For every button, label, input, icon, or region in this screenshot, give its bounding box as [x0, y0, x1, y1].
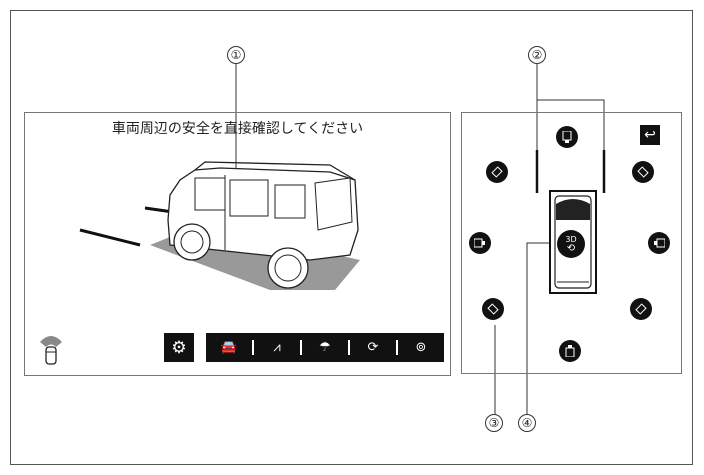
return-arrow-icon: ↩: [644, 127, 656, 143]
camera-icon: [491, 166, 503, 178]
camera-view-panel: [24, 112, 451, 376]
callout-2: ②: [528, 46, 546, 64]
toolbar-divider: [300, 340, 302, 355]
camera-rear-button[interactable]: [559, 340, 581, 362]
camera-rear-left-button[interactable]: [482, 298, 504, 320]
sonar-car-icon[interactable]: ☂: [319, 340, 331, 355]
rotate-car-icon[interactable]: ⟳: [367, 340, 379, 355]
settings-button[interactable]: ⚙: [164, 333, 194, 362]
lane-guide-icon[interactable]: ⩘: [273, 340, 281, 355]
camera-icon: [565, 345, 575, 357]
camera-icon: [474, 238, 485, 248]
camera-left-button[interactable]: [469, 232, 491, 254]
3d-car-view-icon[interactable]: 🚘: [220, 340, 238, 355]
rotate-arrow-icon: ⟲: [566, 242, 576, 254]
camera-icon: [637, 166, 649, 178]
camera-select-panel: [461, 112, 682, 374]
camera-front-button[interactable]: [556, 126, 578, 148]
view-mode-toolbar: 🚘 ⩘ ☂ ⟳ ⊚: [206, 333, 444, 362]
toolbar-divider: [348, 340, 350, 355]
camera-rear-right-button[interactable]: [630, 298, 652, 320]
callout-1: ①: [227, 46, 245, 64]
safety-message: 車両周辺の安全を直接確認してください: [111, 121, 364, 137]
3d-view-button[interactable]: 3D ⟲: [557, 230, 585, 258]
toolbar-divider: [396, 340, 398, 355]
vehicle-3d-illustration: [79, 161, 360, 290]
camera-icon: [654, 238, 665, 248]
callout-4: ④: [518, 414, 536, 432]
toolbar-divider: [252, 340, 254, 355]
camera-icon: [562, 131, 572, 143]
back-button[interactable]: ↩: [640, 125, 660, 145]
camera-right-button[interactable]: [648, 232, 670, 254]
callout-3: ③: [485, 414, 503, 432]
gear-icon: ⚙: [171, 337, 187, 358]
camera-icon: [635, 303, 647, 315]
sonar-vehicle-icon: [40, 336, 62, 365]
figure-frame: [10, 10, 693, 465]
top-car-view-icon[interactable]: ⊚: [415, 340, 427, 355]
camera-icon: [487, 303, 499, 315]
camera-front-right-button[interactable]: [632, 161, 654, 183]
3d-label: 3D: [565, 234, 577, 244]
camera-front-left-button[interactable]: [486, 161, 508, 183]
